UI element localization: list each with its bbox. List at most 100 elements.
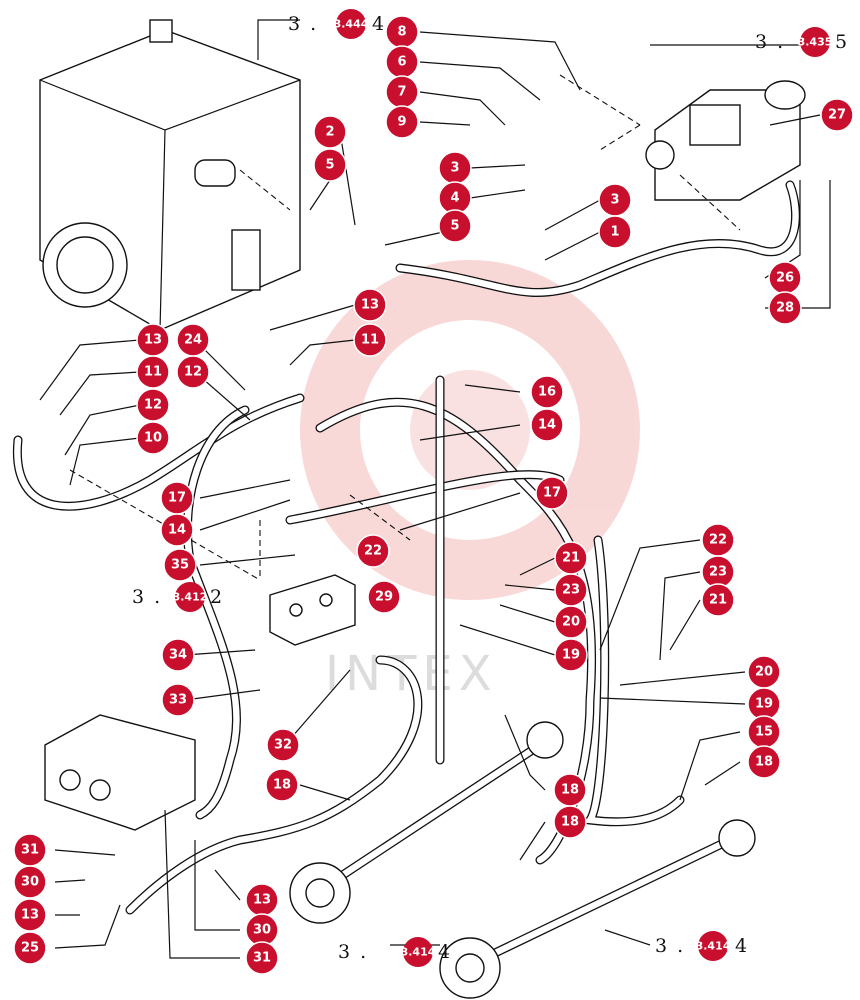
- callout: 3: [598, 183, 632, 217]
- reference-label: 3 . 3.412 2: [132, 582, 222, 612]
- ref-suffix: 4: [438, 941, 452, 963]
- callout-number: 26: [776, 271, 794, 286]
- ref-suffix: 4: [735, 935, 749, 957]
- callouts: 8 6 7 9 2 5 3 4 3 1 5 13 11 13 24 12 11 …: [13, 15, 854, 975]
- callout-number: 14: [168, 523, 186, 538]
- callout: 19: [554, 638, 588, 672]
- callout-number: 11: [144, 365, 162, 380]
- callout-number: 23: [709, 565, 727, 580]
- callout-number: 16: [538, 385, 556, 400]
- callout-number: 30: [21, 875, 39, 890]
- callout-number: 29: [375, 590, 393, 605]
- reference-label: 3 . 3.444 4: [288, 9, 384, 39]
- callout-number: 5: [450, 219, 459, 234]
- callout-number: 20: [562, 615, 580, 630]
- callout-number: 13: [361, 298, 379, 313]
- callout: 28: [768, 291, 802, 325]
- callout-number: 19: [562, 648, 580, 663]
- ref-prefix: 3 .: [338, 941, 368, 963]
- callout-number: 18: [273, 778, 291, 793]
- callout: 21: [554, 541, 588, 575]
- callout: 18: [553, 805, 587, 839]
- callout-number: 30: [253, 923, 271, 938]
- callout-number: 13: [253, 893, 271, 908]
- ref-prefix: 3 .: [755, 31, 785, 53]
- ref-badge: 3.412: [173, 591, 208, 604]
- callout: 1: [598, 215, 632, 249]
- callout-number: 23: [562, 583, 580, 598]
- callout-number: 31: [253, 951, 271, 966]
- callout-number: 18: [755, 755, 773, 770]
- callout: 13: [13, 898, 47, 932]
- reference-label: 3 . 3.414 4: [655, 931, 749, 961]
- ref-prefix: 3 .: [132, 586, 162, 608]
- callout: 18: [553, 773, 587, 807]
- callout: 20: [747, 655, 781, 689]
- callout-number: 12: [144, 398, 162, 413]
- callout-number: 21: [562, 551, 580, 566]
- callout: 14: [530, 408, 564, 442]
- hoses: [12, 180, 800, 915]
- callout-number: 13: [21, 908, 39, 923]
- callout: 18: [747, 745, 781, 779]
- callout: 3: [438, 151, 472, 185]
- callout: 25: [13, 931, 47, 965]
- ref-badge: 3.435: [798, 36, 833, 49]
- callout-number: 21: [709, 593, 727, 608]
- distributor-valve: [44, 714, 196, 831]
- lift-cylinder-left: [289, 721, 564, 924]
- callout: 22: [356, 534, 390, 568]
- callout-number: 31: [21, 843, 39, 858]
- callout-number: 3: [450, 161, 459, 176]
- callout: 15: [747, 715, 781, 749]
- callout-number: 6: [397, 55, 406, 70]
- callout: 16: [530, 375, 564, 409]
- callout: 33: [161, 683, 195, 717]
- callout: 18: [265, 768, 299, 802]
- callout-number: 3: [610, 193, 619, 208]
- callout: 20: [554, 605, 588, 639]
- callout: 8: [385, 15, 419, 49]
- callout: 22: [701, 523, 735, 557]
- callout: 11: [136, 355, 170, 389]
- ref-badge: 3.414: [696, 940, 731, 953]
- callout: 31: [13, 833, 47, 867]
- callout: 10: [136, 421, 170, 455]
- callout-number: 24: [184, 333, 202, 348]
- callout-number: 7: [397, 85, 406, 100]
- ref-badge: 3.444: [334, 18, 369, 31]
- callout-number: 18: [561, 815, 579, 830]
- callout-number: 2: [325, 125, 334, 140]
- callout: 29: [367, 580, 401, 614]
- callout: 21: [701, 583, 735, 617]
- ref-badge: 3.414: [401, 946, 436, 959]
- callout-number: 11: [361, 333, 379, 348]
- callout: 13: [245, 883, 279, 917]
- callout-number: 8: [397, 25, 406, 40]
- callout-number: 22: [709, 533, 727, 548]
- callout: 34: [161, 638, 195, 672]
- leader-lines: [39, 19, 831, 959]
- callout-number: 13: [144, 333, 162, 348]
- callout: 5: [313, 148, 347, 182]
- callout: 23: [554, 573, 588, 607]
- reference-label: 3 . 3.414 4: [338, 937, 452, 967]
- callout: 17: [160, 481, 194, 515]
- callout: 2: [313, 115, 347, 149]
- callout: 35: [163, 548, 197, 582]
- callout-number: 5: [325, 158, 334, 173]
- callout: 13: [136, 323, 170, 357]
- callout-number: 18: [561, 783, 579, 798]
- callout-number: 4: [450, 191, 459, 206]
- reference-label: 3 . 3.435 5: [755, 27, 847, 57]
- callout-number: 19: [755, 697, 773, 712]
- callout: 31: [245, 941, 279, 975]
- ref-prefix: 3 .: [288, 13, 318, 35]
- callout: 26: [768, 261, 802, 295]
- callout: 23: [701, 555, 735, 589]
- callout-number: 9: [397, 115, 406, 130]
- callout-number: 20: [755, 665, 773, 680]
- control-valve: [269, 574, 356, 646]
- callout: 11: [353, 323, 387, 357]
